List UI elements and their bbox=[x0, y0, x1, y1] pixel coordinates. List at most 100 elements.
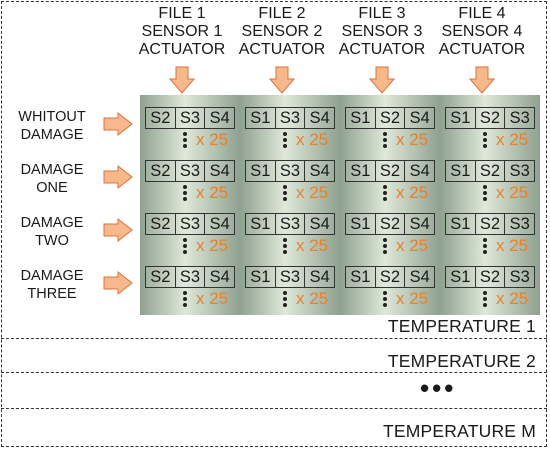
repetition-marker: x 25 bbox=[183, 130, 238, 150]
sensor-id: S4 bbox=[309, 215, 330, 233]
file-label: FILE 3 bbox=[358, 5, 406, 22]
sensor-id: S1 bbox=[446, 161, 476, 181]
sensor-label: SENSOR 4 bbox=[441, 23, 523, 40]
repetition-count: x 25 bbox=[296, 236, 329, 255]
more-temperatures-ellipsis: ••• bbox=[420, 373, 457, 403]
vertical-ellipsis-icon bbox=[383, 238, 389, 256]
sensor-id: S4 bbox=[209, 162, 230, 180]
right-arrow-icon bbox=[103, 165, 133, 189]
sensor-label: SENSOR 3 bbox=[341, 23, 423, 40]
condition-line-1: DAMAGE bbox=[20, 162, 84, 178]
repetition-marker: x 25 bbox=[483, 236, 538, 256]
down-arrow-icon bbox=[169, 66, 195, 94]
sensor-id: S3 bbox=[509, 162, 530, 180]
sensor-id: S1 bbox=[446, 108, 476, 128]
sensor-id: S3 bbox=[509, 215, 530, 233]
repetition-count: x 25 bbox=[196, 130, 229, 149]
sensor-id: S1 bbox=[346, 108, 376, 128]
vertical-ellipsis-icon bbox=[183, 132, 189, 150]
condition-line-2: THREE bbox=[27, 286, 77, 302]
sensor-id: S1 bbox=[346, 214, 376, 234]
sensor-id: S3 bbox=[276, 161, 306, 181]
repetition-marker: x 25 bbox=[183, 289, 238, 309]
sensor-id: S2 bbox=[376, 267, 406, 287]
sensor-id: S4 bbox=[209, 109, 230, 127]
sensor-id: S2 bbox=[146, 214, 176, 234]
sensor-id: S3 bbox=[276, 108, 306, 128]
vertical-ellipsis-icon bbox=[283, 291, 289, 309]
sensor-id: S4 bbox=[209, 268, 230, 286]
vertical-ellipsis-icon bbox=[283, 185, 289, 203]
file-label: FILE 1 bbox=[158, 5, 206, 22]
file-label: FILE 4 bbox=[458, 5, 506, 22]
sensor-id: S2 bbox=[376, 161, 406, 181]
down-arrow-icon bbox=[269, 66, 295, 94]
vertical-ellipsis-icon bbox=[383, 291, 389, 309]
vertical-ellipsis-icon bbox=[383, 185, 389, 203]
repetition-count: x 25 bbox=[496, 236, 529, 255]
file-4-column-background bbox=[440, 95, 540, 315]
vertical-ellipsis-icon bbox=[183, 238, 189, 256]
sensor-id: S2 bbox=[476, 214, 506, 234]
role-label: ACTUATOR bbox=[138, 41, 226, 58]
sensor-id: S1 bbox=[446, 214, 476, 234]
role-label: ACTUATOR bbox=[238, 41, 326, 58]
repetition-marker: x 25 bbox=[483, 289, 538, 309]
file-label: FILE 2 bbox=[258, 5, 306, 22]
repetition-count: x 25 bbox=[196, 183, 229, 202]
vertical-ellipsis-icon bbox=[283, 238, 289, 256]
right-arrow-icon bbox=[103, 112, 133, 136]
temperature-2-label: TEMPERATURE 2 bbox=[387, 351, 536, 371]
sensor-id: S4 bbox=[309, 162, 330, 180]
vertical-ellipsis-icon bbox=[483, 185, 489, 203]
sensor-id: S3 bbox=[176, 108, 206, 128]
repetition-marker: x 25 bbox=[383, 183, 438, 203]
repetition-marker: x 25 bbox=[383, 289, 438, 309]
sensor-id: S4 bbox=[409, 162, 430, 180]
sensor-id: S1 bbox=[246, 108, 276, 128]
sensor-id: S2 bbox=[146, 161, 176, 181]
separator-temp-1 bbox=[1, 338, 547, 339]
condition-line-2: DAMAGE bbox=[20, 127, 84, 143]
repetition-marker: x 25 bbox=[283, 289, 338, 309]
repetition-count: x 25 bbox=[496, 183, 529, 202]
sensor-id: S4 bbox=[309, 268, 330, 286]
right-arrow-icon bbox=[103, 271, 133, 295]
sensor-id: S4 bbox=[409, 268, 430, 286]
repetition-count: x 25 bbox=[296, 289, 329, 308]
sensor-id: S1 bbox=[346, 161, 376, 181]
repetition-count: x 25 bbox=[396, 236, 429, 255]
vertical-ellipsis-icon bbox=[183, 291, 189, 309]
file-3-column-background bbox=[340, 95, 440, 315]
sensor-id: S3 bbox=[176, 161, 206, 181]
repetition-marker: x 25 bbox=[483, 183, 538, 203]
repetition-count: x 25 bbox=[396, 183, 429, 202]
sensor-id: S3 bbox=[176, 267, 206, 287]
down-arrow-icon bbox=[469, 66, 495, 94]
vertical-ellipsis-icon bbox=[483, 238, 489, 256]
vertical-ellipsis-icon bbox=[283, 132, 289, 150]
sensor-label: SENSOR 2 bbox=[241, 23, 323, 40]
